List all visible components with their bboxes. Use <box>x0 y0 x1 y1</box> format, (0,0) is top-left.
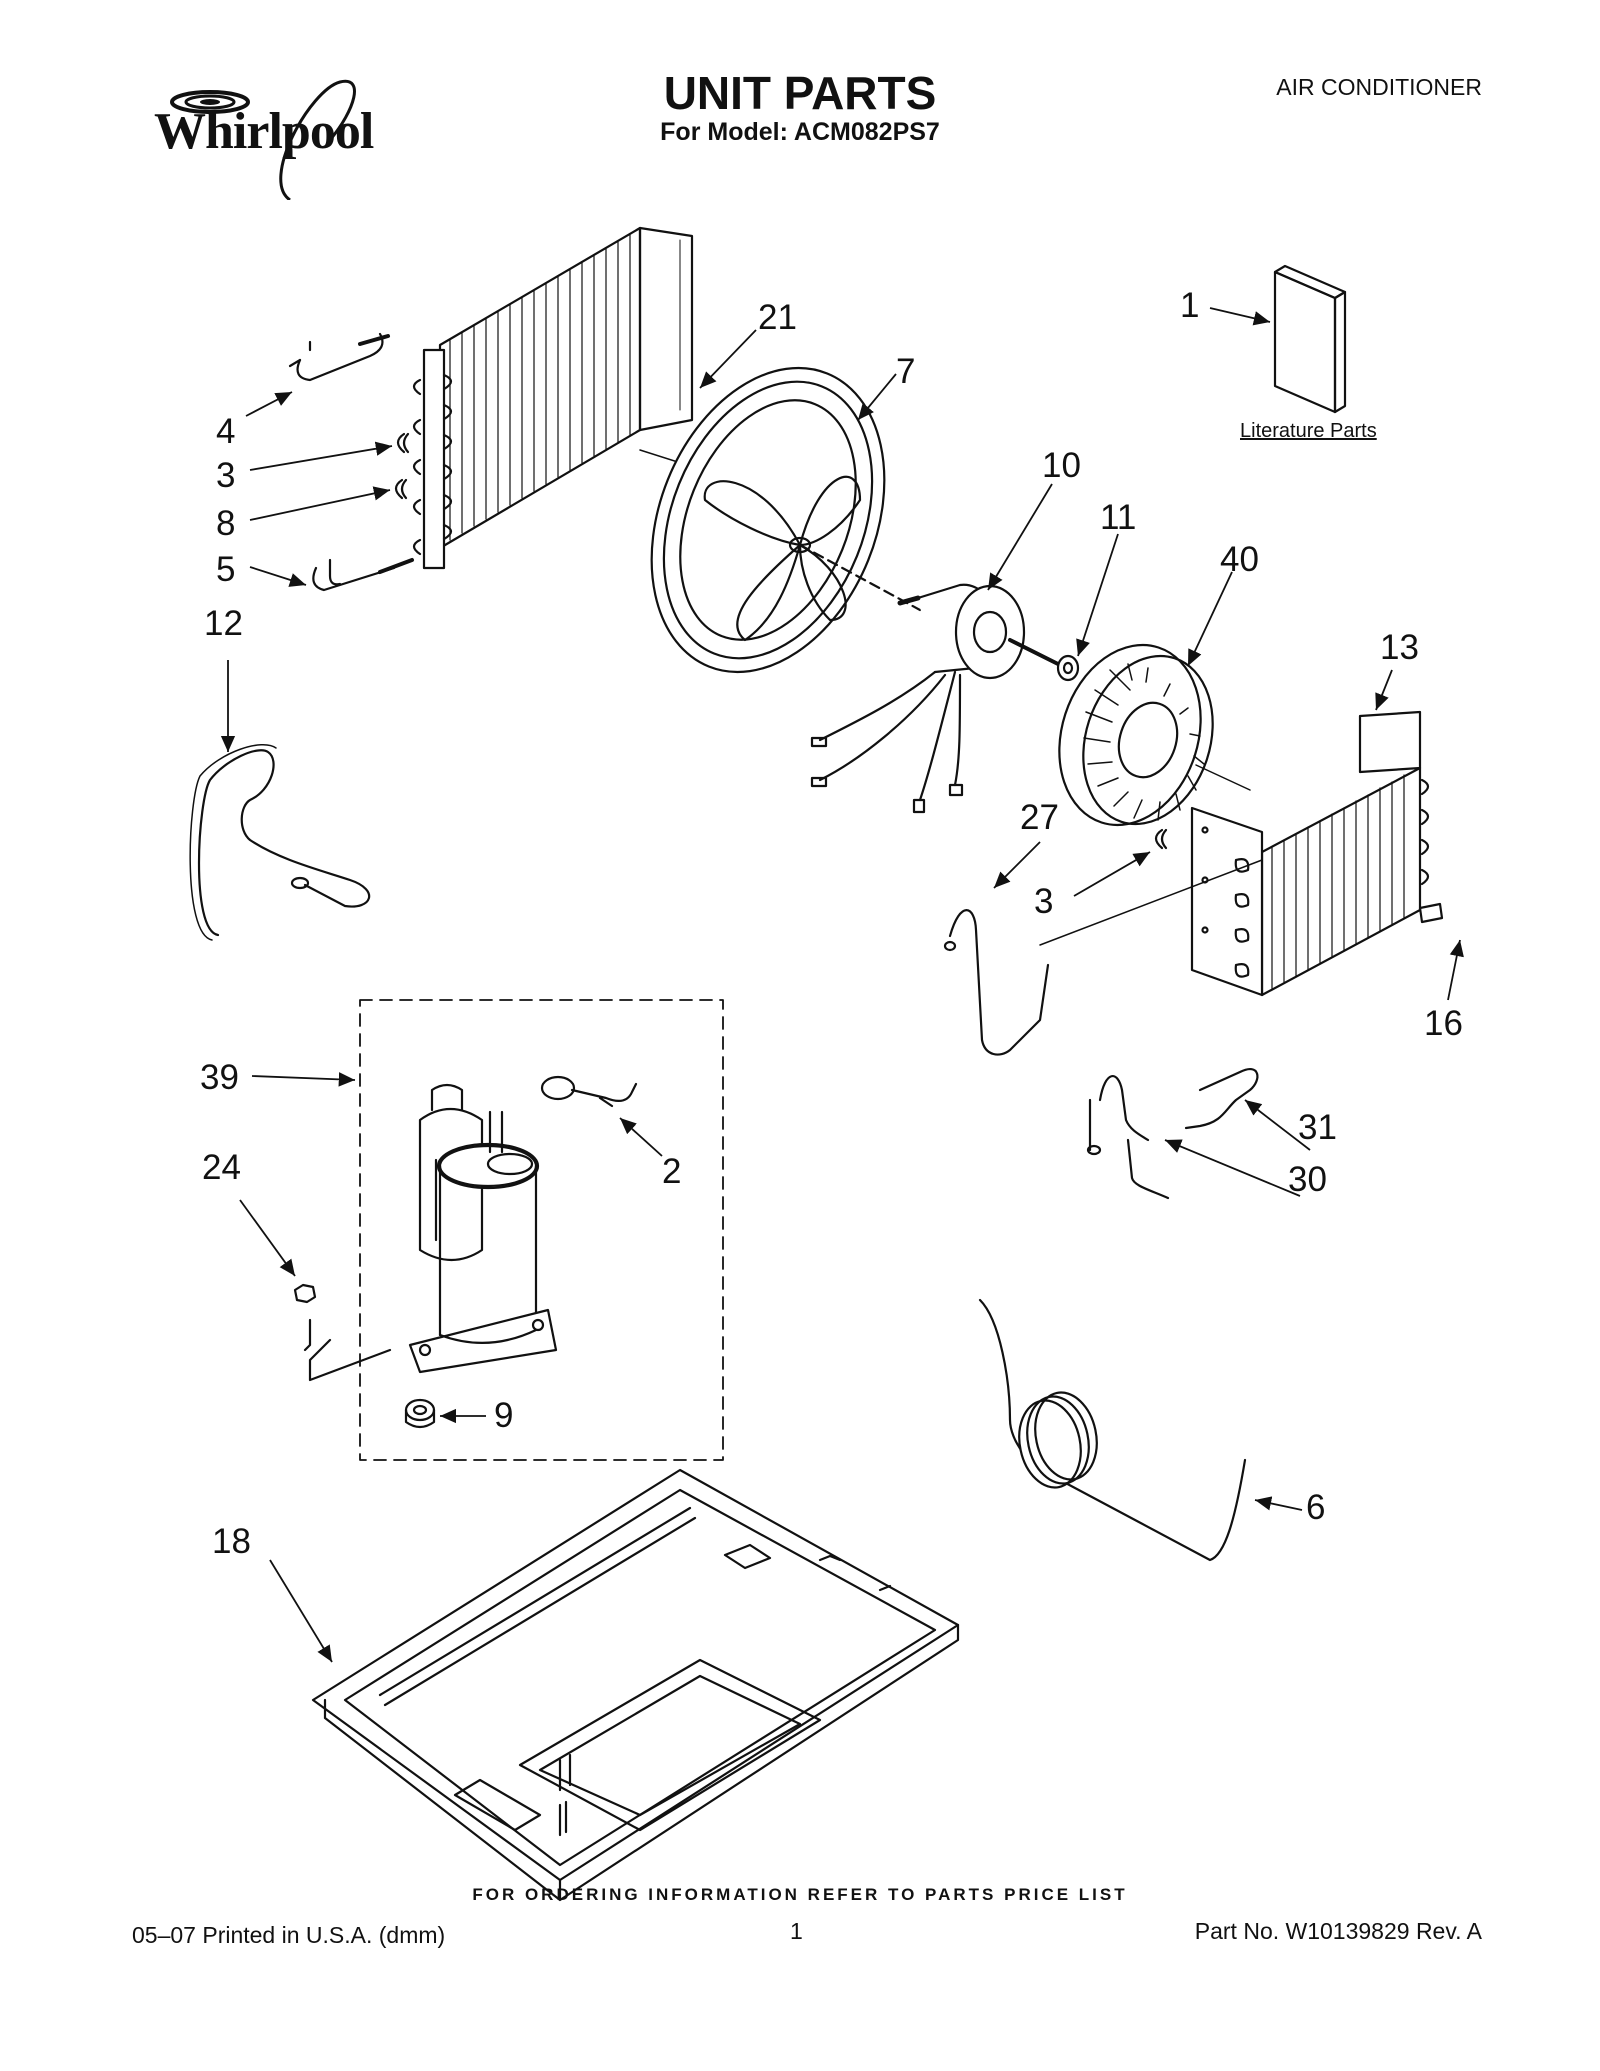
heater-coil <box>978 1298 1247 1562</box>
callout-27: 27 <box>1020 798 1059 837</box>
clip-8 <box>394 478 408 500</box>
product-type: AIR CONDITIONER <box>1276 74 1482 100</box>
tube-31 <box>1184 1068 1259 1130</box>
blower-wheel <box>1058 643 1251 827</box>
tube-fitting-4 <box>288 332 390 382</box>
brand-logo: Whirlpool <box>140 70 400 202</box>
callout-2: 2 <box>662 1152 682 1191</box>
callout-9: 9 <box>494 1396 514 1435</box>
callout-1: 1 <box>1180 286 1200 325</box>
fan-motor <box>810 583 1062 814</box>
tube-fitting-5 <box>312 558 414 592</box>
logo-swirl-icon <box>170 79 356 202</box>
base-pan <box>311 1468 960 1902</box>
callout-16: 16 <box>1424 1004 1463 1043</box>
callout-11: 11 <box>1100 498 1137 537</box>
refrigerant-tube-12 <box>189 744 371 941</box>
model-subtitle: For Model: ACM082PS7 <box>660 118 940 146</box>
clip-3-left <box>396 432 410 454</box>
mount-nut <box>293 1283 392 1382</box>
callout-39: 39 <box>200 1058 239 1097</box>
literature-parts-label: Literature Parts <box>1240 420 1377 442</box>
callout-21: 21 <box>758 298 797 337</box>
callout-3-right: 3 <box>1034 882 1054 921</box>
fan-shroud <box>650 366 922 674</box>
condenser-coil <box>412 226 861 570</box>
compressor <box>408 1083 558 1374</box>
ordering-note: FOR ORDERING INFORMATION REFER TO PARTS … <box>472 1885 1128 1904</box>
callout-5: 5 <box>216 550 236 589</box>
leader-lines <box>220 307 1464 1663</box>
part-number: Part No. W10139829 Rev. A <box>1194 1918 1482 1944</box>
print-info: 05–07 Printed in U.S.A. (dmm) <box>132 1922 446 1948</box>
callout-24: 24 <box>202 1148 241 1187</box>
capillary-tube-27 <box>943 909 1050 1056</box>
compressor-assembly-box <box>359 999 724 1461</box>
callout-7: 7 <box>896 352 916 391</box>
callout-13: 13 <box>1380 628 1419 667</box>
evaporator-coil <box>1039 710 1444 997</box>
callout-4: 4 <box>216 412 236 451</box>
page-title: UNIT PARTS <box>663 67 937 119</box>
callout-30: 30 <box>1288 1160 1327 1199</box>
callout-12: 12 <box>204 604 243 643</box>
callout-10: 10 <box>1042 446 1081 485</box>
tube-30 <box>1086 1075 1170 1200</box>
callout-18: 18 <box>212 1522 251 1561</box>
callout-3-left: 3 <box>216 456 236 495</box>
callout-8: 8 <box>216 504 236 543</box>
compressor-grommet <box>404 1398 436 1429</box>
brand-name: Whirlpool <box>154 103 374 160</box>
callout-40: 40 <box>1220 540 1259 579</box>
overload-protector <box>540 1075 638 1108</box>
callout-31: 31 <box>1298 1108 1337 1147</box>
clip-3-right <box>1154 828 1168 850</box>
literature-booklet <box>1273 264 1347 414</box>
fan-nut <box>1056 654 1080 682</box>
callout-6: 6 <box>1306 1488 1326 1527</box>
page-number: 1 <box>790 1918 803 1944</box>
